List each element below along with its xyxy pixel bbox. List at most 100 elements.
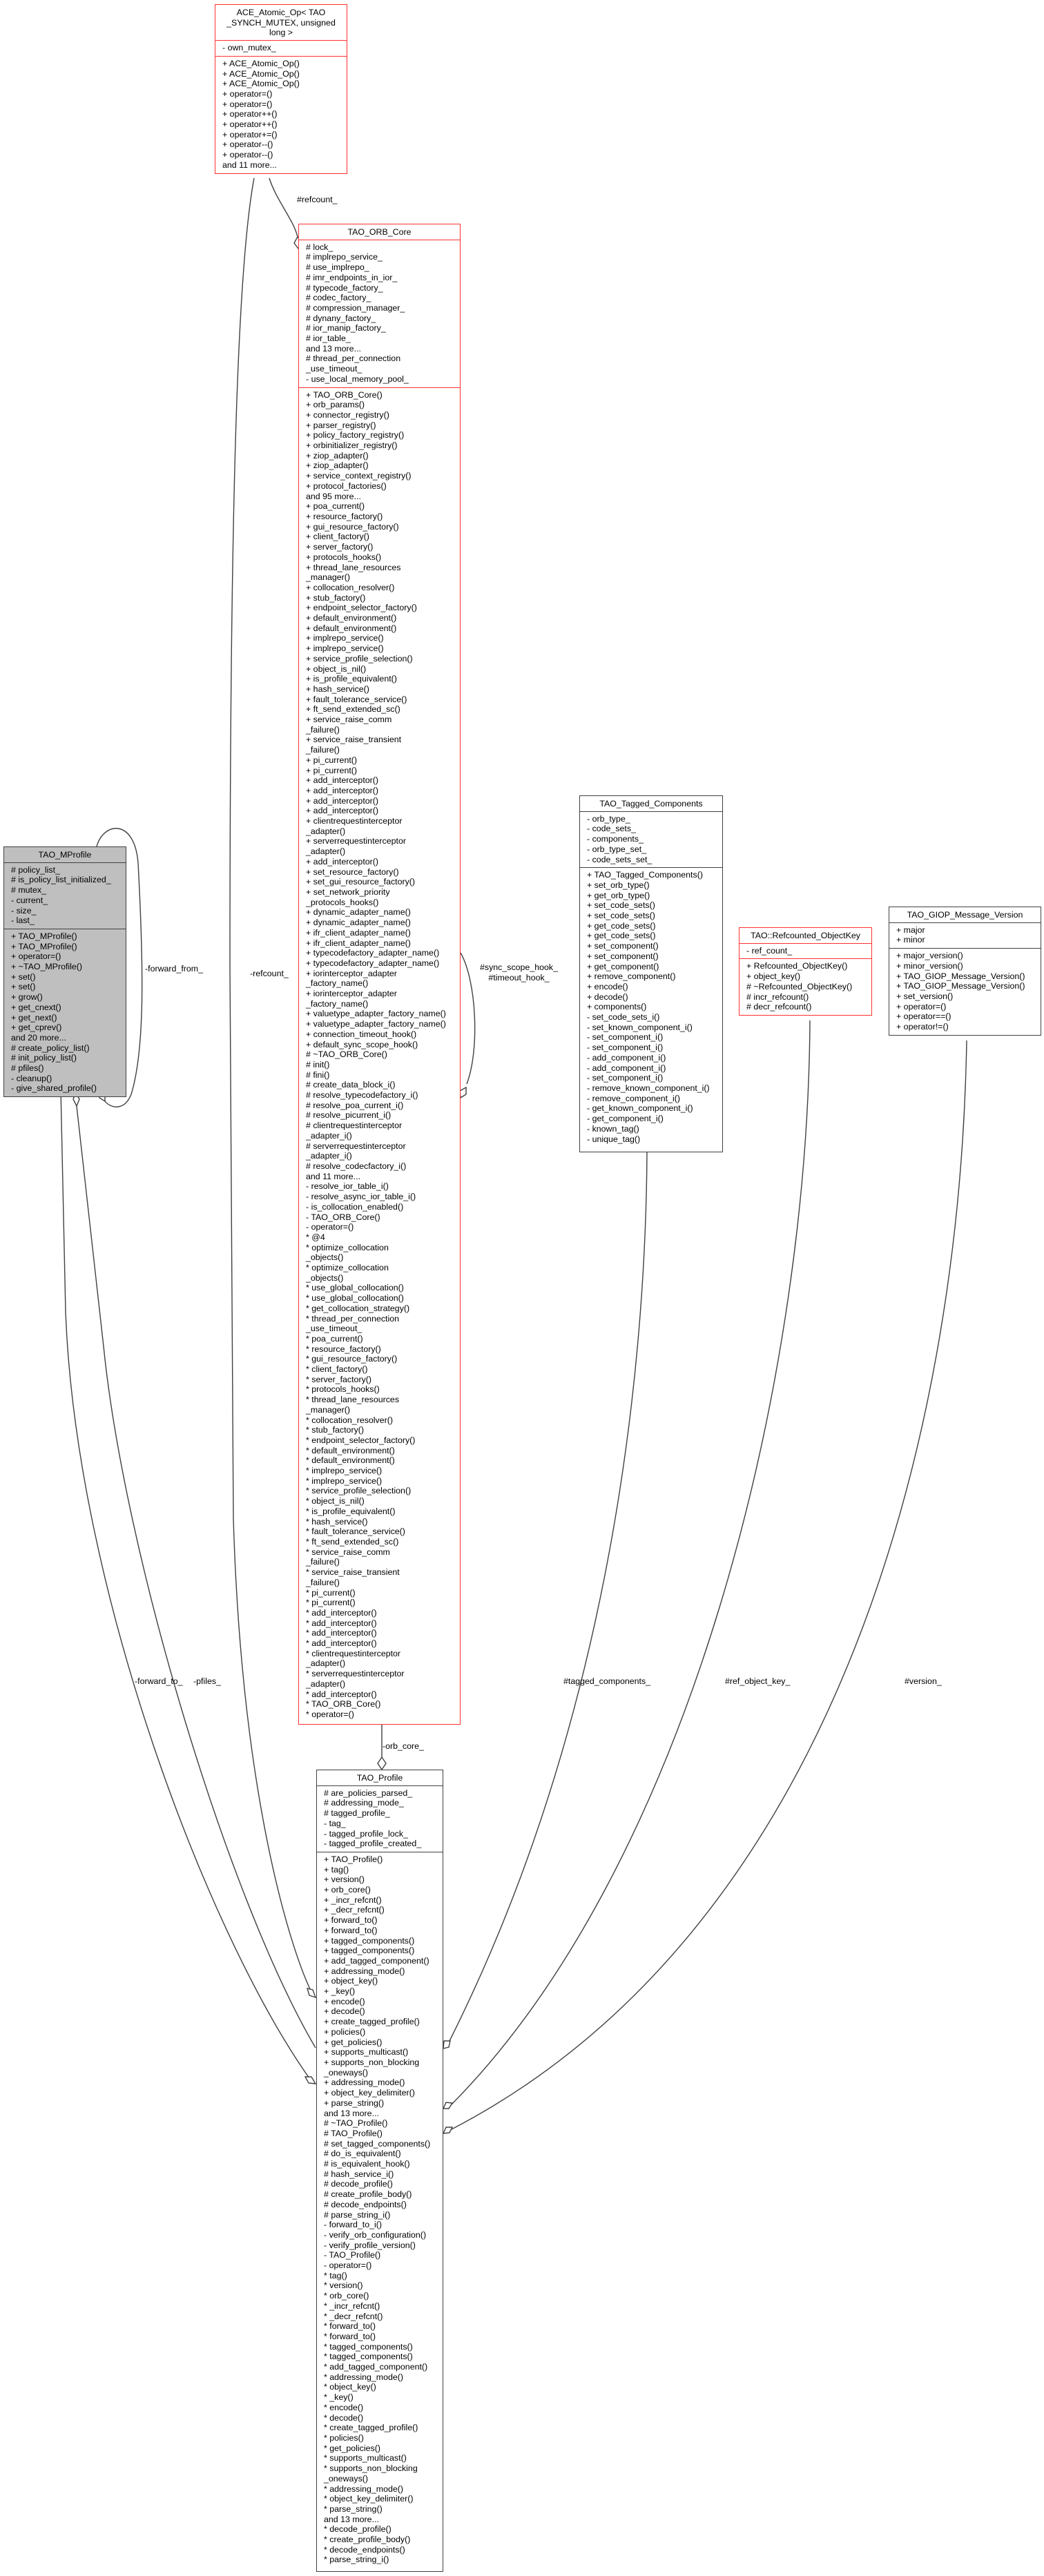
- method-item: * object_key(): [324, 2382, 376, 2392]
- method-item: - add_component_i(): [587, 1063, 666, 1073]
- method-item: + _incr_refcnt(): [324, 1895, 382, 1905]
- method-item: + set_component(): [587, 941, 659, 951]
- method-item: + get_cprev(): [11, 1023, 62, 1033]
- method-item: + supports_non_blocking _oneways(): [324, 2057, 420, 2078]
- method-item: * tag(): [324, 2270, 347, 2280]
- method-item: + default_sync_scope_hook(): [306, 1039, 418, 1049]
- method-item: - get_component_i(): [587, 1114, 664, 1124]
- method-item: * fault_tolerance_service(): [306, 1527, 405, 1537]
- class-name[interactable]: TAO_Tagged_Components: [599, 799, 703, 808]
- edge-ref-object-key: [450, 1020, 811, 2107]
- attribute-item: # is_policy_list_initialized_: [11, 875, 111, 885]
- method-item: + TAO_MProfile(): [11, 941, 77, 951]
- class-box-tao-giop-message-version[interactable]: TAO_GIOP_Message_Version+ major+ minor+ …: [889, 907, 1041, 1036]
- class-name[interactable]: TAO_Profile: [356, 1773, 403, 1783]
- method-item: - set_component_i(): [587, 1043, 664, 1053]
- method-item: * service_profile_selection(): [306, 1486, 412, 1496]
- method-item: + TAO_Tagged_Components(): [587, 870, 703, 880]
- method-item: - unique_tag(): [587, 1134, 641, 1144]
- method-item: + add_interceptor(): [306, 785, 379, 795]
- method-item: # decode_profile(): [324, 2179, 393, 2189]
- class-box-tao-profile[interactable]: TAO_Profile # are_policies_parsed_# addre…: [316, 1770, 443, 2572]
- method-item: + ACE_Atomic_Op(): [222, 68, 300, 79]
- method-item: + typecodefactory_adapter_name(): [306, 948, 440, 958]
- method-item: # init(): [306, 1059, 330, 1069]
- method-item: * poa_current(): [306, 1333, 363, 1344]
- method-item: + get_code_sets(): [587, 920, 656, 931]
- edge-label-forward-to: -forward_to_: [135, 1676, 183, 1686]
- aggregation-diamond: [304, 2076, 317, 2084]
- method-item: * ft_send_extended_sc(): [306, 1537, 399, 1547]
- method-item: # create_data_block_i(): [306, 1080, 396, 1090]
- edge-orb-self: [460, 952, 476, 1085]
- method-item: + collocation_resolver(): [306, 582, 395, 592]
- class-box-ace-atomic-op[interactable]: ACE_Atomic_Op< TAO _SYNCH_MUTEX, unsigne…: [215, 4, 347, 174]
- method-item: and 20 more...: [11, 1032, 66, 1043]
- method-item: * create_profile_body(): [324, 2535, 411, 2545]
- method-item: + client_factory(): [306, 532, 369, 542]
- method-item: + resource_factory(): [306, 511, 383, 521]
- class-box-tao-mprofile[interactable]: TAO_MProfile# policy_list_# is_policy_li…: [3, 846, 126, 1098]
- method-item: - verify_profile_version(): [324, 2240, 416, 2250]
- methods-section: + TAO_Profile()+ tag()+ version()+ orb_c…: [317, 1851, 443, 2568]
- method-item: * addressing_mode(): [324, 2483, 404, 2494]
- method-item: * forward_to(): [324, 2331, 376, 2341]
- method-item: + get_cnext(): [11, 1002, 61, 1012]
- method-item: + dynamic_adapter_name(): [306, 907, 411, 918]
- method-item: * endpoint_selector_factory(): [306, 1435, 416, 1445]
- edge-label-orb-core: -orb_core_: [383, 1741, 424, 1751]
- attribute-item: - use_local_memory_pool_: [306, 374, 409, 384]
- method-item: + get_policies(): [324, 2037, 383, 2047]
- edge-tagged-components: [448, 1152, 648, 2043]
- class-name[interactable]: ACE_Atomic_Op< TAO _SYNCH_MUTEX, unsigne…: [226, 8, 336, 38]
- class-name[interactable]: TAO_GIOP_Message_Version: [907, 910, 1023, 920]
- method-item: + operator=(): [222, 88, 273, 99]
- method-item: + TAO_ORB_Core(): [306, 389, 383, 400]
- aggregation-diamond: [306, 1988, 317, 1999]
- attribute-item: - code_sets_: [587, 824, 636, 834]
- method-item: + object_key_delimiter(): [324, 2088, 415, 2098]
- class-box-refcounted-objectkey[interactable]: TAO::Refcounted_ObjectKey- ref_count_+ R…: [739, 927, 872, 1016]
- method-item: * client_factory(): [306, 1364, 368, 1375]
- method-item: + orb_core(): [324, 1885, 371, 1895]
- method-item: * object_key_delimiter(): [324, 2494, 414, 2504]
- method-item: * version(): [324, 2280, 363, 2291]
- method-item: + grow(): [11, 992, 43, 1003]
- edge-forward-to: [60, 1089, 310, 2079]
- attribute-item: - tagged_profile_created_: [324, 1839, 422, 1849]
- attributes-section: - orb_type_- code_sets_- components_- or…: [580, 811, 722, 868]
- method-item: + operator--(): [222, 139, 273, 150]
- attributes-section: # lock_# implrepo_service_# use_implrepo…: [299, 239, 460, 387]
- method-item: * get_policies(): [324, 2443, 380, 2453]
- method-item: + add_interceptor(): [306, 775, 379, 786]
- method-item: + forward_to(): [324, 1925, 378, 1935]
- method-item: # decode_endpoints(): [324, 2199, 407, 2209]
- method-item: + typecodefactory_adapter_name(): [306, 958, 440, 968]
- method-item: + set_code_sets(): [587, 900, 655, 911]
- class-box-tao-orb-core[interactable]: TAO_ORB_Core # lock_# implrepo_service_# …: [298, 224, 461, 1725]
- method-item: * parse_string_i(): [324, 2555, 389, 2565]
- method-item: + set_component(): [587, 951, 659, 961]
- method-item: + service_raise_comm _failure(): [306, 715, 392, 735]
- class-name[interactable]: TAO::Refcounted_ObjectKey: [751, 931, 860, 940]
- method-item: + create_tagged_profile(): [324, 2017, 420, 2027]
- attribute-item: # are_policies_parsed_: [324, 1788, 413, 1798]
- method-item: # ~TAO_ORB_Core(): [306, 1049, 387, 1060]
- method-item: + operator==(): [896, 1011, 951, 1022]
- method-item: + add_interceptor(): [306, 795, 379, 806]
- class-name[interactable]: TAO_MProfile: [38, 850, 92, 860]
- method-item: * optimize_collocation _objects(): [306, 1242, 389, 1263]
- attributes-section: # are_policies_parsed_# addressing_mode_…: [317, 1785, 443, 1852]
- method-item: + object_key(): [324, 1976, 378, 1986]
- method-item: * add_tagged_component(): [324, 2362, 428, 2372]
- method-item: * use_global_collocation(): [306, 1283, 404, 1293]
- methods-section: + TAO_ORB_Core()+ orb_params()+ connecto…: [299, 387, 460, 1723]
- attribute-item: # ior_table_: [306, 333, 351, 344]
- method-item: - add_component_i(): [587, 1052, 666, 1063]
- method-item: + operator+=(): [222, 129, 278, 139]
- class-box-tao-tagged-components[interactable]: TAO_Tagged_Components - orb_type_- code_s…: [579, 795, 723, 1152]
- class-name[interactable]: TAO_ORB_Core: [347, 227, 412, 237]
- attribute-item: # typecode_factory_: [306, 282, 383, 293]
- method-item: + is_profile_equivalent(): [306, 674, 397, 684]
